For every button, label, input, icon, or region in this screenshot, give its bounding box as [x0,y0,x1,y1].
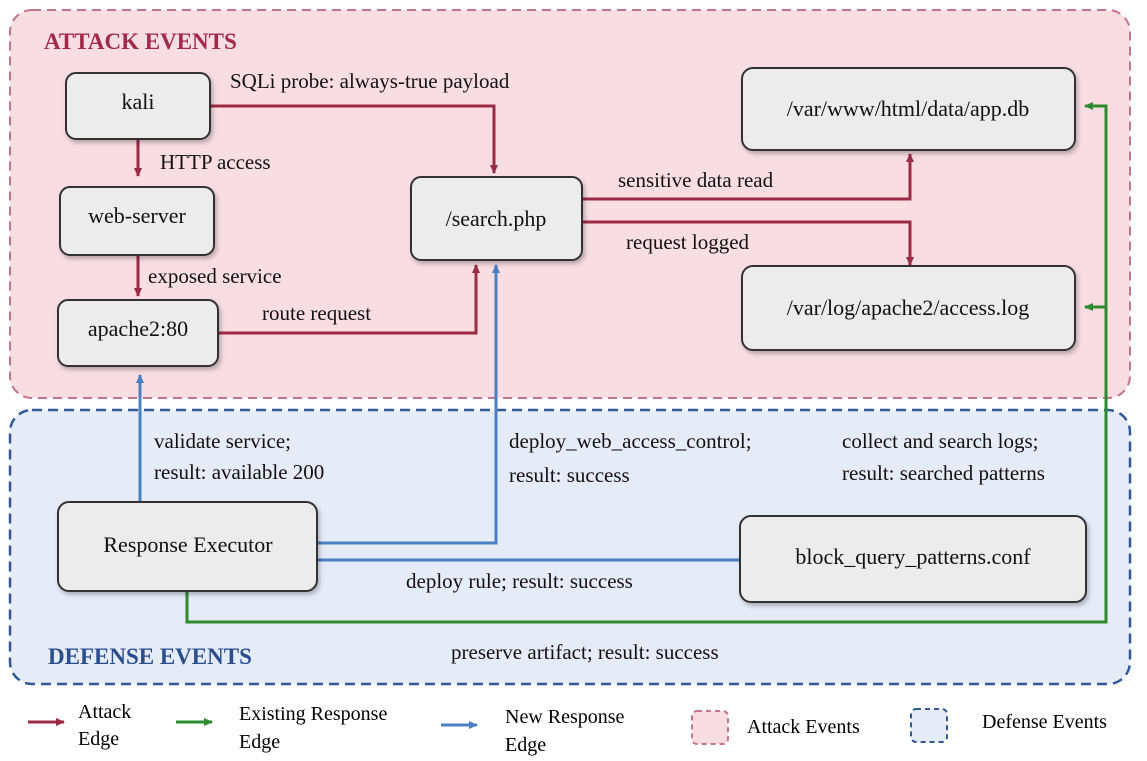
legend-new-edge-label-1: New Response [505,706,625,728]
node-apache[interactable] [57,299,219,367]
legend-attack-events-swatch [691,710,729,745]
edge-label-sensitive: sensitive data read [618,168,774,192]
node-kali[interactable] [65,72,211,140]
edge-search-log [582,220,914,266]
node-block-conf-label: block_query_patterns.conf [795,544,1031,569]
legend-existing-edge-label-2: Edge [239,731,280,753]
node-web-server[interactable] [59,186,215,256]
edge-label-collect-2: result: searched patterns [842,461,1045,485]
node-search-label: /search.php [446,206,547,231]
legend-existing-edge-label-1: Existing Response [239,703,387,725]
edge-label-validate-2: result: available 200 [154,460,324,484]
node-app-db-label: /var/www/html/data/app.db [787,96,1030,121]
edge-search-db [582,153,914,201]
legend-defense-events-swatch [910,708,948,743]
node-block-conf[interactable] [739,515,1087,603]
node-response-executor[interactable] [57,501,318,592]
edge-apache-search [218,264,480,335]
defense-events-title: DEFENSE EVENTS [48,644,252,669]
node-access-log-label: /var/log/apache2/access.log [787,295,1030,320]
legend: Attack Edge Existing Response Edge New R… [28,701,1107,756]
node-kali-label: kali [122,89,155,114]
edge-label-validate-1: validate service; [154,429,291,453]
legend-defense-events-label: Defense Events [982,711,1107,733]
node-access-log[interactable] [741,265,1076,351]
node-search[interactable] [410,176,583,261]
edge-label-deploy-rule: deploy rule; result: success [406,569,633,593]
edge-label-collect-1: collect and search logs; [842,429,1039,453]
edge-label-sqli: SQLi probe: always-true payload [230,69,510,93]
edge-label-preserve: preserve artifact; result: success [451,640,719,664]
node-apache-label: apache2:80 [88,316,188,341]
legend-new-edge-label-2: Edge [505,734,546,756]
edge-label-logged: request logged [626,230,750,254]
node-app-db[interactable] [741,67,1076,151]
node-web-server-label: web-server [88,203,186,228]
edge-label-deploy-wac-1: deploy_web_access_control; [509,429,752,453]
legend-attack-edge-label-2: Edge [78,728,119,750]
legend-attack-events-label: Attack Events [747,716,860,738]
edge-label-deploy-wac-2: result: success [509,463,630,487]
legend-attack-edge-label-1: Attack [78,701,131,723]
defense-events-region [8,408,1132,686]
edge-executor-preserve [185,102,1108,624]
edge-kali-search [210,104,498,174]
node-response-executor-label: Response Executor [103,532,273,557]
attack-events-title: ATTACK EVENTS [44,29,237,54]
edge-executor-search [317,264,500,545]
edge-label-http: HTTP access [160,150,271,174]
edge-label-route: route request [262,301,371,325]
edge-label-exposed: exposed service [148,264,282,288]
